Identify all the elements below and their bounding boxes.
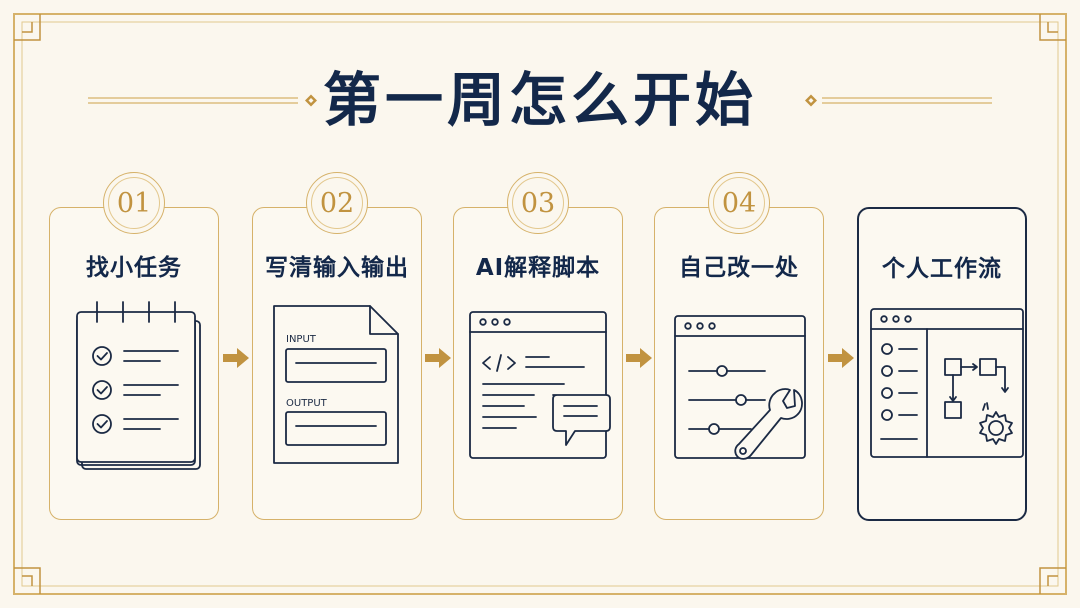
page-title: 第一周怎么开始: [322, 66, 757, 134]
step-number: 03: [512, 177, 564, 229]
step-number: 01: [108, 177, 160, 229]
step-number-badge-2: 02: [306, 172, 368, 234]
step-label: 找小任务: [86, 255, 182, 281]
arrow-right-icon: [828, 348, 854, 368]
input-output-document-icon: INPUT OUTPUT: [273, 305, 399, 464]
step-card-3: AI解释脚本: [453, 207, 623, 520]
checklist-icon: [76, 301, 201, 470]
step-label: 自己改一处: [679, 255, 799, 281]
arrow-right-icon: [223, 348, 249, 368]
title-row: 第一周怎么开始: [0, 58, 1080, 148]
step-card-5: 个人工作流: [857, 207, 1027, 521]
step-number: 02: [311, 177, 363, 229]
step-label: 写清输入输出: [265, 255, 409, 281]
output-label: OUTPUT: [286, 398, 328, 409]
step-number-badge-1: 01: [103, 172, 165, 234]
step-number-badge-3: 03: [507, 172, 569, 234]
input-label: INPUT: [286, 334, 317, 345]
step-label: AI解释脚本: [475, 255, 601, 281]
step-number-badge-4: 04: [708, 172, 770, 234]
arrow-right-icon: [626, 348, 652, 368]
step-card-2: 写清输入输出 INPUT OUTPUT: [252, 207, 422, 520]
step-label: 个人工作流: [882, 256, 1002, 282]
step-card-1: 找小任务: [49, 207, 219, 520]
title-ornament-lines: [88, 94, 992, 107]
arrow-right-icon: [425, 348, 451, 368]
step-number: 04: [713, 177, 765, 229]
settings-wrench-icon: [674, 315, 806, 460]
code-explain-window-icon: [469, 311, 611, 459]
step-card-4: 自己改一处: [654, 207, 824, 520]
workflow-window-icon: [870, 308, 1024, 458]
